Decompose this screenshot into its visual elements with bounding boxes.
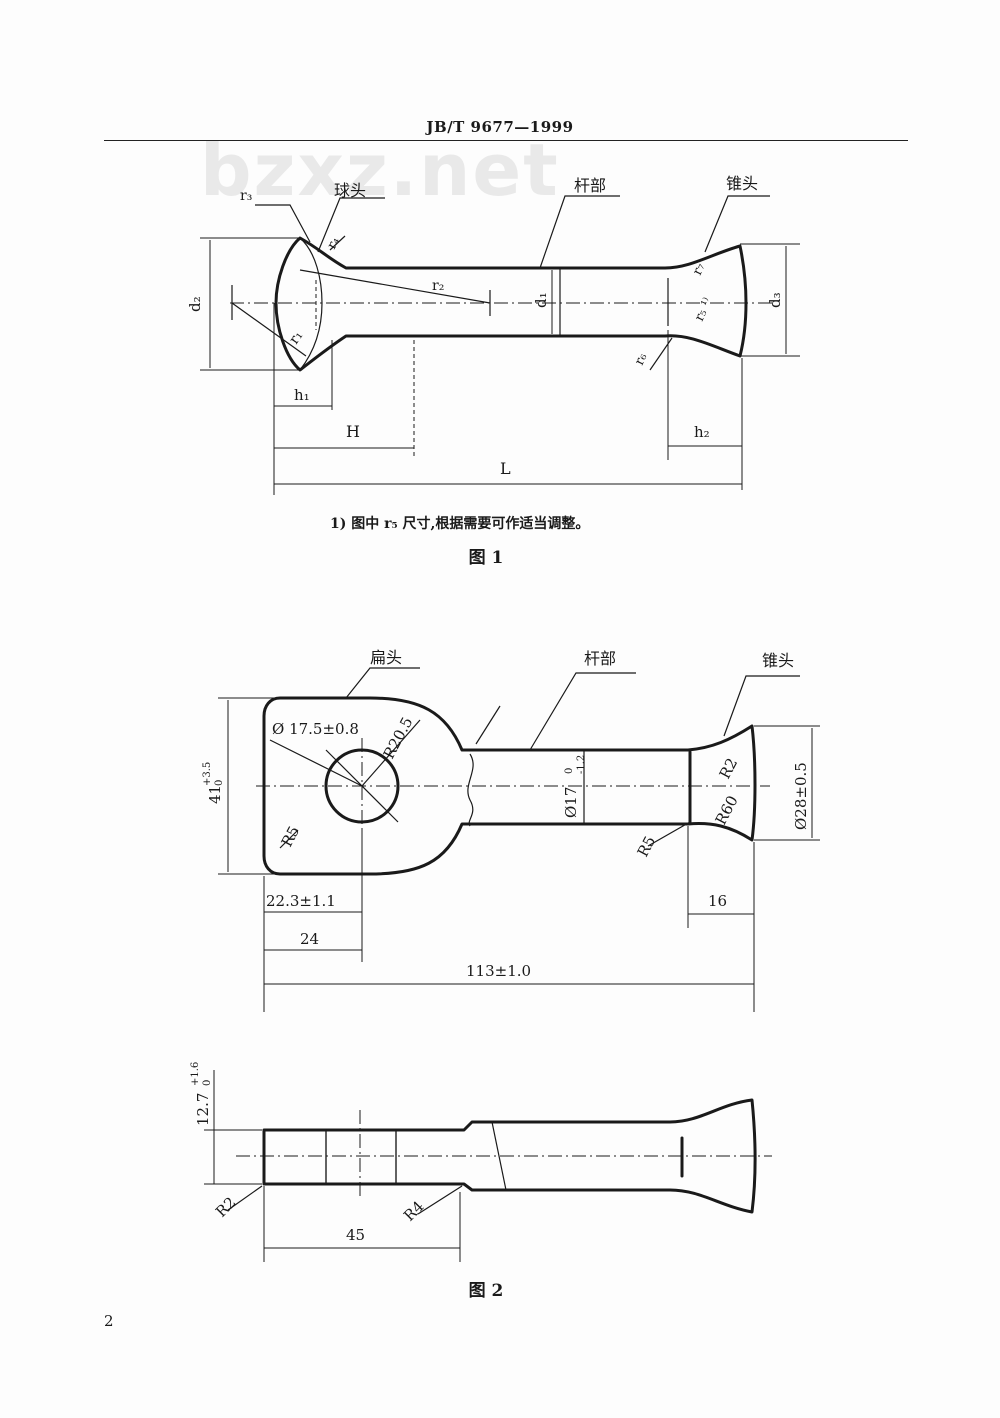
r20-5-leader bbox=[361, 719, 421, 787]
figure-1-drawing: 球头 杆部 锥头 r₃ r₄ r₂ r₁ r₇ r₅ ¹⁾ r₆ d₂ d₁ d… bbox=[186, 174, 800, 495]
side-r2-leader bbox=[227, 1185, 263, 1211]
label-shank-dia: Ø17 bbox=[562, 787, 580, 818]
page-number: 2 bbox=[104, 1312, 114, 1330]
hole-dia-leader bbox=[269, 739, 363, 787]
label-r2: r₂ bbox=[432, 278, 444, 294]
label-shank-dia-tol-lower: -1.2 bbox=[576, 755, 587, 774]
break-symbol bbox=[467, 753, 474, 827]
label-shank: 杆部 bbox=[574, 176, 606, 195]
header-rule bbox=[104, 140, 908, 141]
flat-head-leader bbox=[345, 667, 420, 699]
label-16: 16 bbox=[708, 892, 727, 910]
label-ball-head: 球头 bbox=[334, 181, 366, 200]
footnote: 1) 图中 r₅ 尺寸,根据需要可作适当调整。 bbox=[330, 516, 590, 532]
label-r60: R60 bbox=[712, 793, 742, 828]
label-cone-dia: Ø28±0.5 bbox=[792, 762, 810, 830]
r4-leader-line bbox=[329, 235, 346, 251]
label-r2: R2 bbox=[716, 755, 742, 782]
label-height: 41 bbox=[206, 785, 224, 804]
fig2-cone-head-leader bbox=[723, 675, 800, 737]
side-view-outline bbox=[262, 1098, 757, 1214]
label-cone-head: 锥头 bbox=[726, 174, 758, 193]
label-side-r4: R4 bbox=[400, 1197, 427, 1224]
label-113: 113±1.0 bbox=[466, 962, 531, 980]
hatched-section-right bbox=[395, 1121, 507, 1191]
label-H: H bbox=[346, 422, 360, 441]
label-d3: d₃ bbox=[766, 292, 784, 308]
label-side-r2: R2 bbox=[212, 1193, 239, 1220]
figure-1-caption: 图 1 bbox=[468, 548, 504, 568]
label-45: 45 bbox=[346, 1226, 365, 1244]
label-height-tol-upper: +3.5 bbox=[202, 762, 213, 786]
label-shank-dia-tol-upper: 0 bbox=[564, 768, 575, 774]
label-h1: h₁ bbox=[294, 386, 310, 404]
label-hole-dia: Ø 17.5±0.8 bbox=[272, 720, 359, 738]
label-flat-head: 扁头 bbox=[370, 648, 402, 667]
label-thickness-tol-upper: +1.6 bbox=[190, 1062, 201, 1086]
flat-head-outline bbox=[262, 696, 757, 876]
label-r5-neck: R5 bbox=[634, 833, 660, 860]
label-height-tol-lower: 0 bbox=[214, 780, 225, 786]
fig2-shank-leader bbox=[529, 672, 636, 751]
r5-neck-leader bbox=[647, 821, 691, 847]
label-r3: r₃ bbox=[240, 188, 252, 204]
hatched-section-left bbox=[263, 1129, 327, 1185]
break-tick bbox=[475, 705, 501, 745]
figure-2-caption: 图 2 bbox=[468, 1281, 504, 1301]
label-24: 24 bbox=[300, 930, 319, 948]
label-r20-5: R20.5 bbox=[380, 714, 417, 762]
side-r4-leader bbox=[417, 1185, 463, 1215]
r2-leader bbox=[299, 269, 491, 304]
ball-head-leader-line bbox=[317, 197, 385, 253]
label-thickness: 12.7 bbox=[194, 1093, 212, 1126]
label-d2: d₂ bbox=[186, 296, 204, 312]
r3-leader-line bbox=[255, 204, 311, 243]
label-L: L bbox=[500, 459, 511, 478]
ball-head-outline bbox=[274, 236, 748, 372]
shank-leader-line bbox=[539, 195, 620, 269]
cone-head-leader-line bbox=[704, 195, 770, 253]
label-fig2-cone-head: 锥头 bbox=[762, 651, 794, 670]
r5-head-leader bbox=[279, 829, 299, 849]
label-h2: h₂ bbox=[694, 423, 710, 441]
label-d1: d₁ bbox=[532, 292, 550, 308]
label-22-3: 22.3±1.1 bbox=[266, 892, 336, 910]
label-thickness-tol-lower: 0 bbox=[202, 1080, 213, 1086]
label-fig2-shank: 杆部 bbox=[584, 649, 616, 668]
standard-number: JB/T 9677—1999 bbox=[426, 118, 574, 136]
r1-leader bbox=[231, 302, 307, 357]
